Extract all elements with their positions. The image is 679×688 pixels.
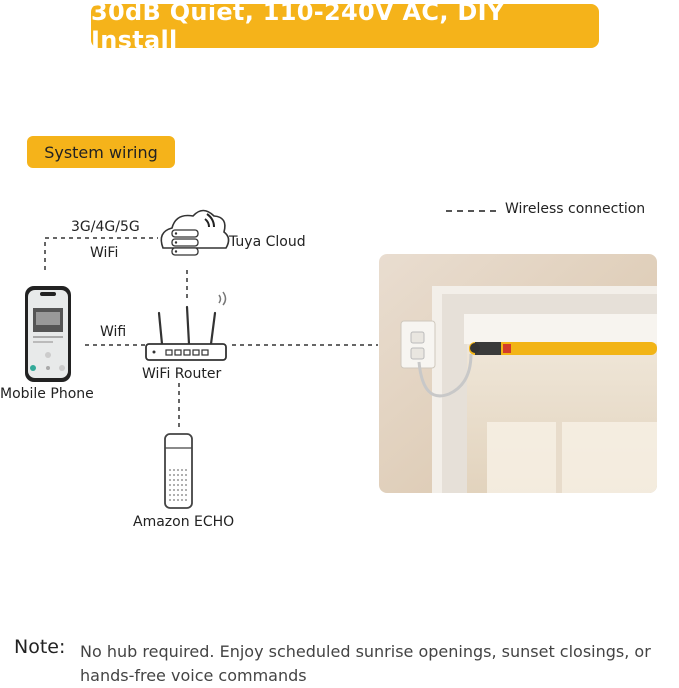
legend-dashed-line [446,210,496,212]
cloud-link-label: 3G/4G/5G [71,219,140,235]
note-label: Note: [14,636,66,658]
amazon-echo-icon [164,433,193,509]
phone-label: Mobile Phone [0,386,94,402]
legend-label: Wireless connection [505,201,646,217]
cloud-link-wifi-label: WiFi [90,245,119,261]
section-tag: System wiring [27,136,175,168]
cloud-icon [160,209,230,256]
router-icon [145,291,227,361]
cloud-label: Tuya Cloud [229,234,306,250]
router-label: WiFi Router [142,366,222,382]
phone-cloud-connector [44,237,158,270]
echo-label: Amazon ECHO [133,514,235,530]
headline-banner: 30dB Quiet, 110-240V AC, DIY Install [91,0,599,54]
window-shade-photo [379,254,657,493]
note-text: No hub required. Enjoy scheduled sunrise… [80,642,651,685]
phone-link-label: Wifi [100,324,127,340]
mobile-phone-icon [25,286,71,382]
